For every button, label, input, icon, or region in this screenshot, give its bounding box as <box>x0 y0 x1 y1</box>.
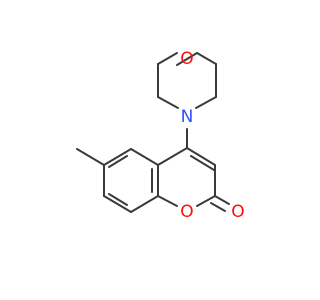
bond <box>196 195 216 207</box>
bond <box>108 193 128 206</box>
bond <box>157 96 179 109</box>
ring-oxygen-label: O <box>180 202 193 222</box>
bond <box>196 52 217 65</box>
molecule-canvas: O N O O <box>76 49 245 222</box>
pyranone-ring <box>157 147 216 207</box>
bond <box>190 155 215 171</box>
bond <box>176 52 198 66</box>
bond <box>214 195 230 205</box>
bond <box>108 155 128 168</box>
morpholine-nitrogen-label: N <box>181 107 194 127</box>
methyl-bond <box>76 148 105 166</box>
bond <box>210 202 226 212</box>
molecule-structure: O N O O <box>76 49 245 222</box>
benzene-ring <box>103 148 159 213</box>
bond <box>157 52 178 65</box>
bond <box>103 195 132 213</box>
bond <box>157 147 188 166</box>
morpholine-ring <box>157 52 217 109</box>
bond <box>130 195 159 213</box>
bond <box>157 195 178 207</box>
carbonyl-oxygen-label: O <box>231 202 244 222</box>
bond <box>186 147 216 166</box>
bond <box>103 148 132 166</box>
bond <box>195 96 217 109</box>
bond <box>130 148 159 166</box>
morpholine-oxygen-label: O <box>180 49 193 69</box>
